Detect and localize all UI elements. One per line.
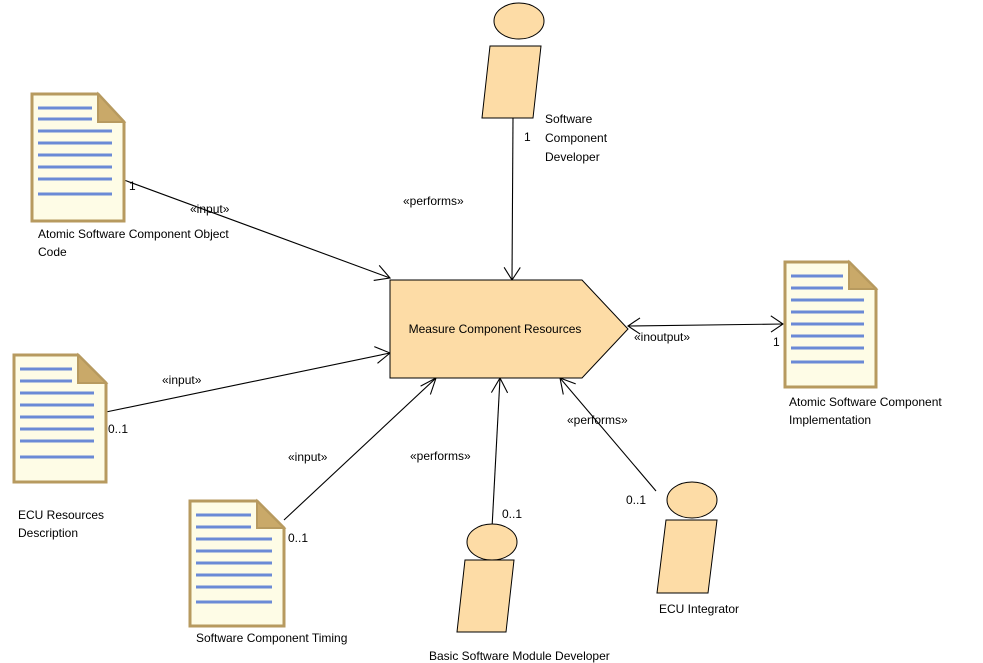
artifact-label-line: Atomic Software Component	[789, 395, 942, 409]
stereotype-label: «performs»	[403, 194, 464, 208]
stereotype-label: «performs»	[567, 413, 628, 427]
document-icon	[188, 498, 287, 628]
stereotype-label: «input»	[162, 373, 202, 387]
artifact-label-line: Software Component Timing	[196, 631, 347, 645]
artifact-atomic-object-code[interactable]: Atomic Software Component Object Code	[30, 91, 229, 259]
multiplicity-label: 0..1	[502, 507, 522, 521]
multiplicity-label: 1	[524, 130, 531, 144]
role-ecu-integrator[interactable]: ECU Integrator	[656, 481, 739, 616]
artifact-label-line: Code	[38, 245, 67, 259]
role-label-line: ECU Integrator	[659, 602, 739, 616]
role-icon	[481, 2, 545, 119]
edge-atomic-object-code	[123, 179, 392, 281]
role-label-line: Component	[545, 131, 608, 145]
multiplicity-label: 0..1	[288, 531, 308, 545]
role-icon	[656, 481, 718, 594]
role-label-line: Developer	[545, 150, 600, 164]
multiplicity-label: 1	[129, 179, 136, 193]
role-bsw-module-developer[interactable]: Basic Software Module Developer	[429, 523, 610, 663]
stereotype-label: «inoutput»	[634, 330, 690, 344]
document-icon	[12, 352, 109, 484]
artifact-atomic-implementation[interactable]: Atomic Software Component Implementation	[783, 259, 942, 427]
edge-bsw-module-developer	[490, 376, 509, 529]
edge-ecu-resources	[105, 346, 392, 413]
role-icon	[456, 523, 518, 633]
document-icon	[783, 259, 879, 389]
multiplicity-label: 0..1	[108, 422, 128, 436]
role-label-line: Software	[545, 112, 593, 126]
artifact-label-line: Description	[18, 526, 78, 540]
multiplicity-label: 0..1	[626, 493, 646, 507]
artifact-label-line: ECU Resources	[18, 508, 104, 522]
task-shape	[389, 279, 629, 379]
artifact-sw-timing[interactable]: Software Component Timing	[188, 498, 347, 645]
task-node[interactable]: Measure Component Resources	[389, 279, 629, 379]
task-label: Measure Component Resources	[409, 322, 582, 336]
edge-atomic-implementation	[627, 315, 784, 335]
artifact-label-line: Implementation	[789, 413, 871, 427]
artifact-label-line: Atomic Software Component Object	[38, 227, 229, 241]
role-sw-component-developer[interactable]: Software Component Developer	[481, 2, 608, 164]
edge-ecu-integrator	[559, 377, 657, 492]
artifact-ecu-resources[interactable]: ECU Resources Description	[12, 352, 109, 540]
document-icon	[30, 91, 127, 223]
stereotype-label: «input»	[288, 450, 328, 464]
multiplicity-label: 1	[773, 335, 780, 349]
role-label-line: Basic Software Module Developer	[429, 649, 610, 663]
stereotype-label: «input»	[190, 202, 230, 216]
edge-sw-component-developer	[503, 117, 521, 282]
stereotype-label: «performs»	[410, 449, 471, 463]
